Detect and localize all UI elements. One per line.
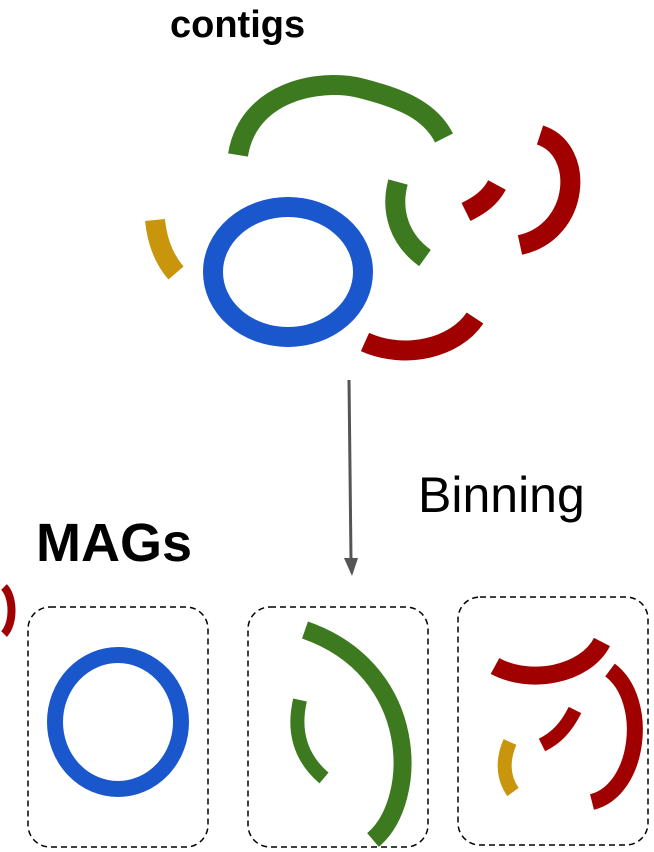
bin3-contig-red-small (538, 706, 582, 752)
mag-bin-2 (247, 606, 429, 848)
bin2-contig-green-small (290, 698, 329, 784)
contig-red-middle (461, 179, 506, 221)
contig-red-fragment (0, 584, 16, 637)
contig-red-bottom (360, 311, 484, 361)
contig-red-right (517, 125, 581, 255)
mags-label: MAGs (36, 513, 193, 573)
mag-bin-1 (27, 606, 209, 848)
contigs-group (145, 75, 581, 361)
contig-green-small (385, 179, 432, 267)
contig-green-large (228, 75, 453, 158)
bin3-contig-yellow (497, 739, 519, 797)
contigs-label: contigs (170, 4, 306, 46)
binning-arrow (344, 379, 358, 576)
mag-bin-3 (457, 596, 649, 846)
arrow-head (344, 558, 358, 576)
contig-yellow (145, 218, 184, 280)
binning-label: Binning (418, 467, 585, 523)
bin3-contig-red-right (589, 663, 643, 810)
bin1-contig-blue-circular (47, 647, 189, 797)
arrow-shaft (347, 379, 353, 561)
bin2-contig-green-large (301, 621, 412, 847)
bin3-contig-red-top (490, 637, 610, 685)
contig-blue-circular (203, 197, 373, 347)
bin-box-3 (457, 596, 649, 846)
